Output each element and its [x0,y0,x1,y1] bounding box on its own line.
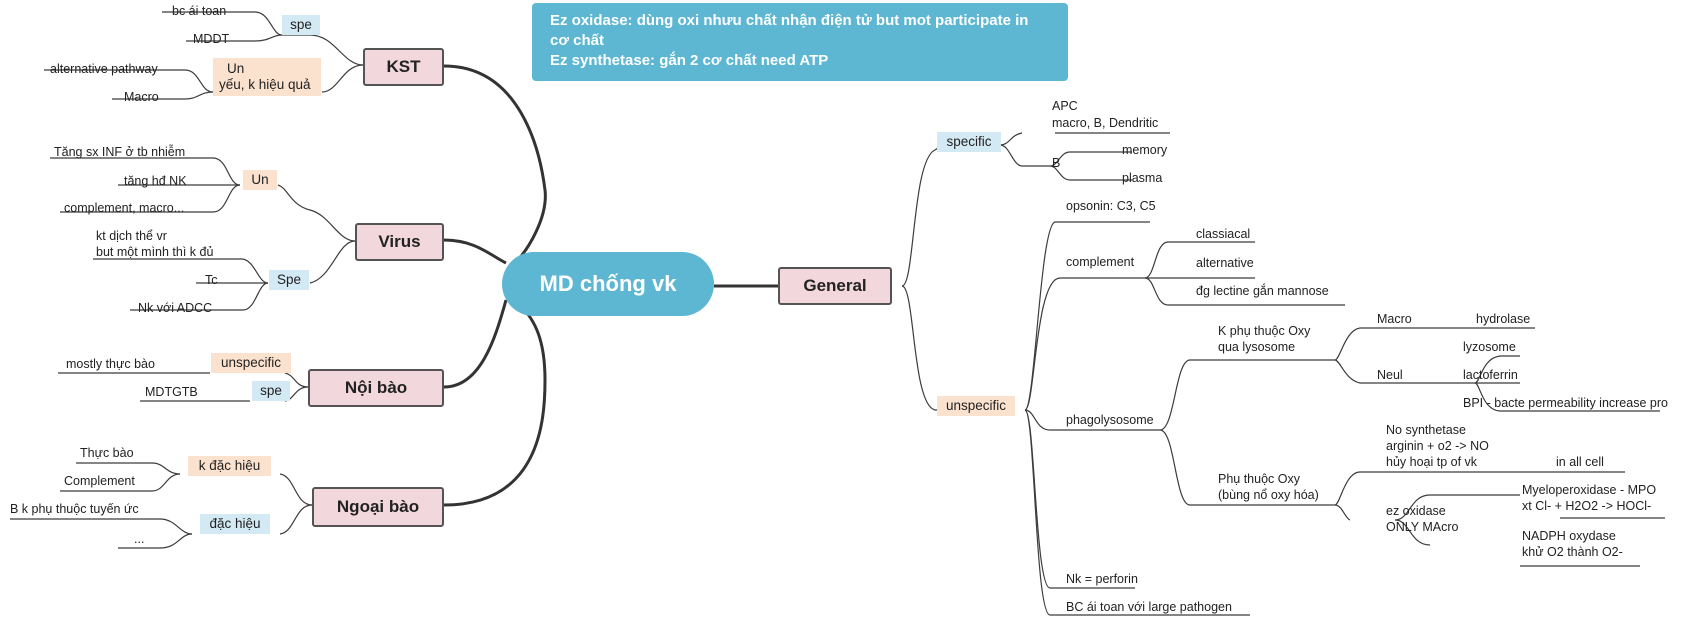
kst-spe-item-2: MDDT [193,32,230,46]
general-in-all-cell: in all cell [1556,455,1604,469]
ngoaibao-tag2-item-1: B k phụ thuộc tuyến ức [10,502,139,516]
virus-un-tag[interactable]: Un [243,170,277,190]
general-nos-line-1: No synthetase [1386,423,1466,437]
general-nos-line-2: arginin + o2 -> NO [1386,439,1489,453]
note-box: Ez oxidase: dùng oxi nhưu chất nhận điện… [532,3,1068,81]
kst-spe-item-1: bc ái toan [172,4,227,18]
virus-spe-item-2: but một mình thì k đủ [96,245,214,259]
general-phagolysosome: phagolysosome [1066,413,1154,427]
general-opsonin: opsonin: C3, C5 [1066,199,1156,213]
ngoaibao-tag2-item-2: ... [134,532,145,546]
general-macro: Macro [1377,312,1412,326]
branch-general[interactable]: General [778,267,892,305]
general-unspecific-tag[interactable]: unspecific [937,396,1015,416]
virus-un-item-1: Tăng sx INF ở tb nhiễm [54,145,186,159]
general-nadph-line-1: NADPH oxydase [1522,529,1616,543]
general-neul: Neul [1377,368,1403,382]
general-hydrolase: hydrolase [1476,312,1531,326]
ngoaibao-tag1-item-2: Complement [64,474,135,488]
virus-un-item-2: tăng hđ NK [124,174,187,188]
kst-spe-tag[interactable]: spe [282,15,320,35]
noibao-spe-tag[interactable]: spe [252,381,290,401]
kst-un-item-2: Macro [124,90,159,104]
general-bc: BC ái toan với large pathogen [1066,600,1232,614]
virus-spe-item-4: Nk với ADCC [138,301,213,315]
general-mpo-line-1: Myeloperoxidase - MPO [1522,483,1657,497]
general-pto-line-1: Phụ thuộc Oxy [1218,472,1300,486]
ngoaibao-tag-2[interactable]: đặc hiệu [200,514,270,534]
general-memory: memory [1122,143,1168,157]
noibao-un-item: mostly thực bào [66,357,155,371]
noibao-spe-item: MDTGTB [145,385,198,399]
virus-spe-item-3: Tc [205,273,218,287]
general-alternative: alternative [1196,256,1254,270]
general-bpi: BPI - bacte permeability increase pro [1463,396,1668,410]
general-classiacal: classiacal [1196,227,1251,241]
noibao-un-tag[interactable]: unspecific [211,353,291,373]
branch-kst[interactable]: KST [363,48,444,86]
general-lactoferrin: lactoferrin [1463,368,1518,382]
general-plasma: plasma [1122,171,1163,185]
general-nos-line-3: hủy hoại tp of vk [1386,455,1478,469]
general-nk: Nk = perforin [1066,572,1138,586]
kst-un-tag-line-1: Un [227,61,245,76]
general-pto-line-2: (bùng nổ oxy hóa) [1218,488,1319,502]
branch-virus[interactable]: Virus [355,223,444,261]
virus-spe-tag[interactable]: Spe [269,270,309,290]
general-kpto-line-2: qua lysosome [1218,340,1296,354]
virus-spe-item-1: kt dịch thể vr [96,229,167,243]
general-lyzosome: lyzosome [1463,340,1516,354]
ngoaibao-tag1-item-1: Thực bào [80,446,134,460]
note-line-1: Ez oxidase: dùng oxi nhưu chất nhận điện… [550,12,1029,49]
kst-un-item-1: alternative pathway [50,62,158,76]
branch-noi-bao[interactable]: Nội bào [308,369,444,407]
general-lectine: đg lectine gắn mannose [1196,284,1329,298]
kst-un-tag[interactable]: Un yếu, k hiệu quả [213,58,321,96]
virus-un-item-3: complement, macro... [64,201,185,215]
general-ezox-line-1: ez oxidase [1386,504,1446,518]
general-ezox-line-2: ONLY MAcro [1386,520,1459,534]
general-kpto-line-1: K phụ thuộc Oxy [1218,324,1311,338]
general-nadph-line-2: khử O2 thành O2- [1522,545,1623,559]
general-apc-line-1: APC [1052,99,1078,113]
general-b: B [1052,156,1061,170]
general-mpo-line-2: xt Cl- + H2O2 -> HOCl- [1522,499,1652,513]
general-complement: complement [1066,255,1135,269]
general-specific-tag[interactable]: specific [937,132,1001,152]
kst-un-tag-line-2: yếu, k hiệu quả [219,77,311,92]
general-apc-line-2: macro, B, Dendritic [1052,116,1159,130]
note-line-2: Ez synthetase: gắn 2 cơ chất need ATP [550,52,829,69]
central-topic[interactable]: MD chống vk [502,252,714,316]
ngoaibao-tag-1[interactable]: k đặc hiệu [188,456,271,476]
branch-ngoai-bao[interactable]: Ngoại bào [312,487,444,527]
